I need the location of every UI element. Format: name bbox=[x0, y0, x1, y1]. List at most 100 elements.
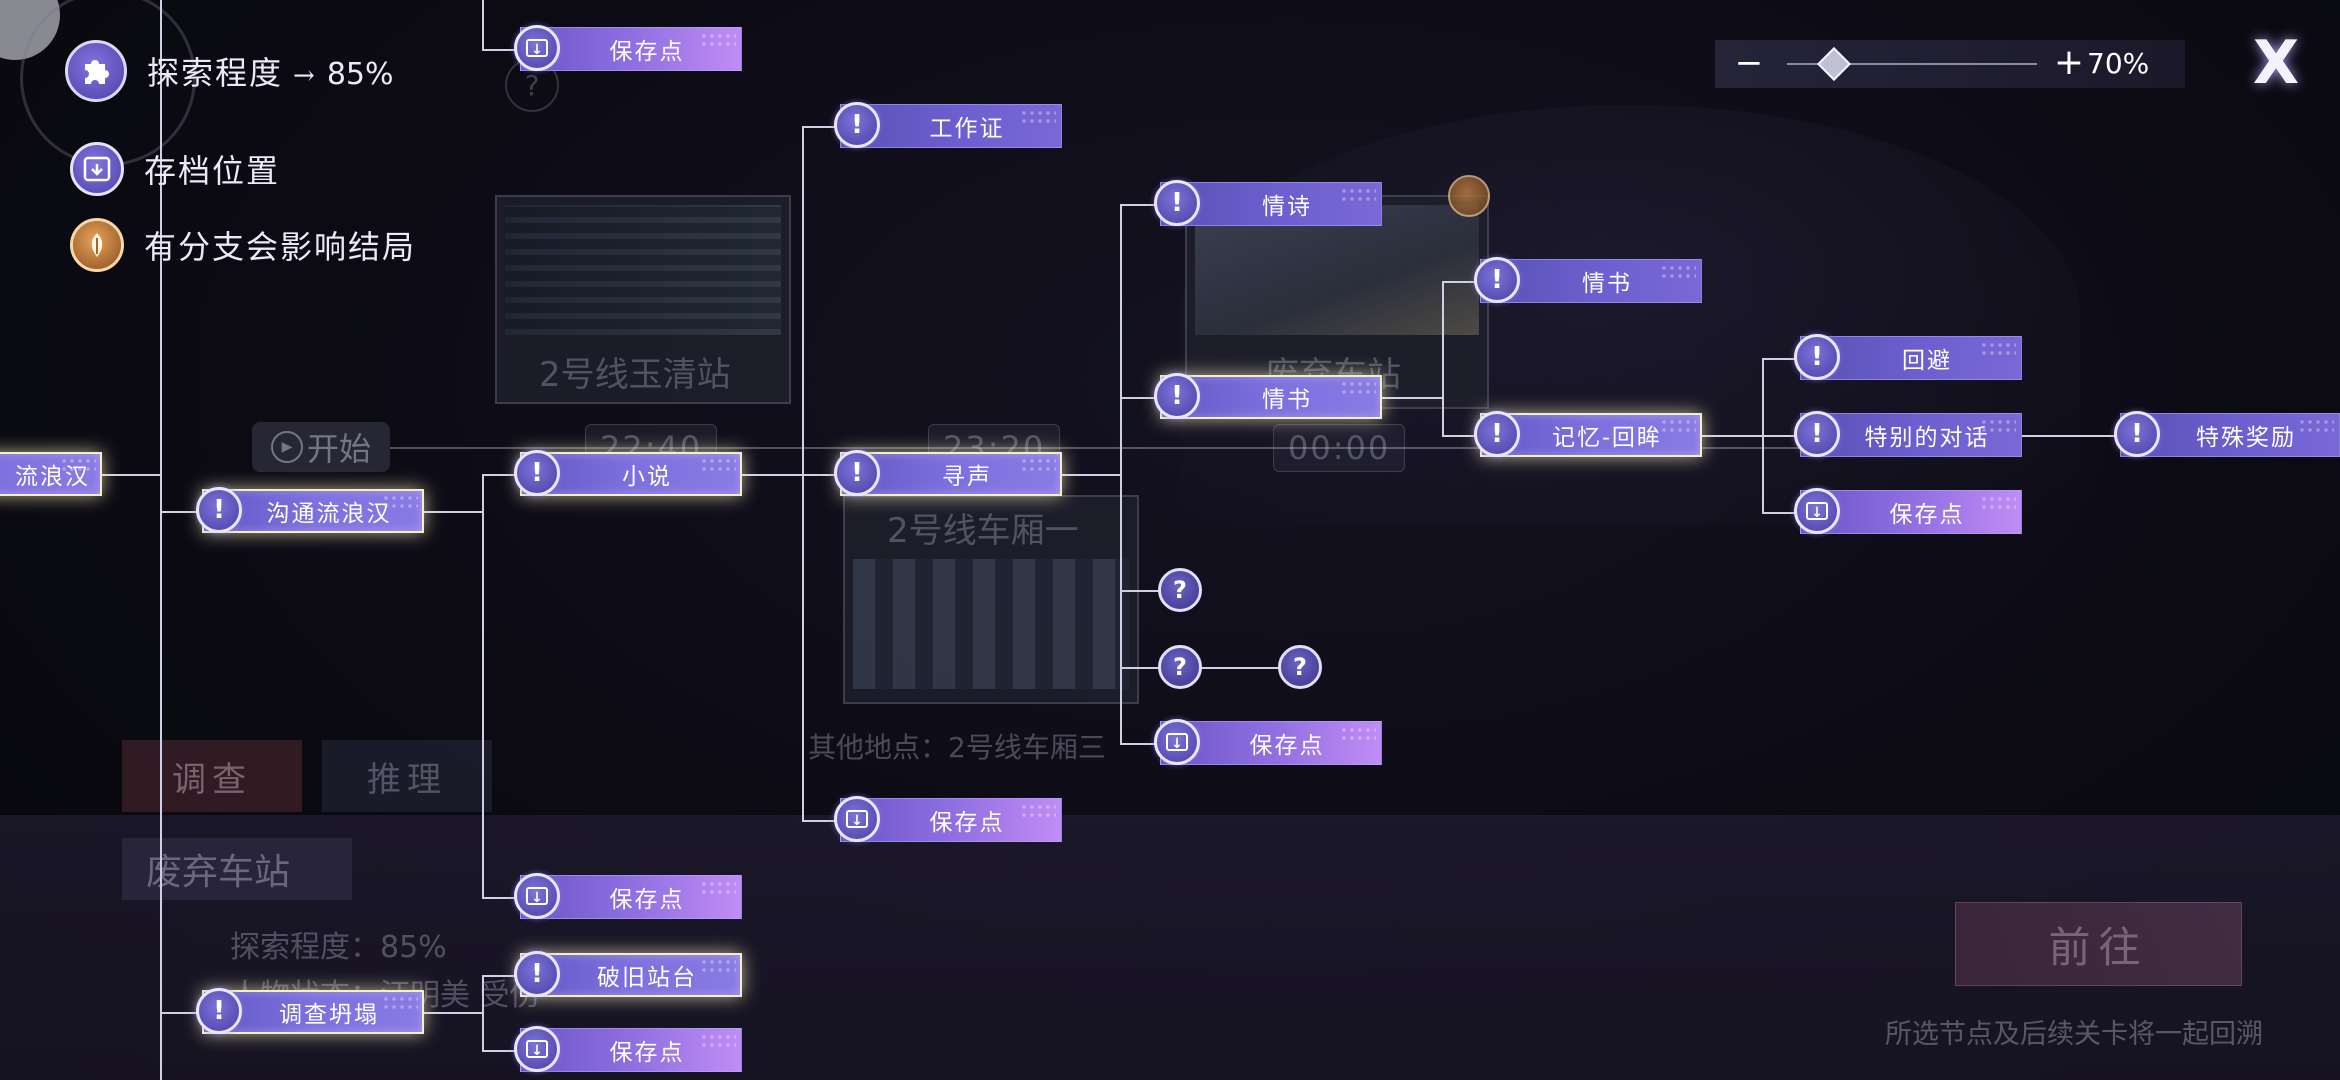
save-node[interactable]: 保存点 bbox=[1154, 719, 1382, 765]
save-icon bbox=[514, 25, 560, 71]
tab-reason: 推理 bbox=[322, 740, 492, 812]
alert-icon: ! bbox=[1474, 257, 1520, 303]
connector bbox=[100, 474, 162, 476]
connector bbox=[482, 474, 484, 899]
alert-icon: ! bbox=[1474, 411, 1520, 457]
node-label: 调查坍塌 bbox=[279, 1002, 379, 1028]
zoom-out-button[interactable]: − bbox=[1734, 43, 1764, 83]
zoom-track[interactable] bbox=[1787, 63, 2037, 65]
save-icon bbox=[1154, 719, 1200, 765]
connector bbox=[1062, 474, 1120, 476]
save-icon bbox=[834, 796, 880, 842]
zoom-slider-handle[interactable] bbox=[1816, 47, 1851, 81]
node-label: 情书 bbox=[1262, 387, 1312, 413]
save-node[interactable]: 保存点 bbox=[514, 873, 742, 919]
node-label: 特别的对话 bbox=[1864, 425, 1990, 451]
story-node[interactable]: ! 工作证 bbox=[834, 102, 1062, 148]
puzzle-icon bbox=[65, 40, 127, 102]
node-label: 工作证 bbox=[929, 116, 1005, 142]
story-node[interactable]: ! 小说 bbox=[514, 450, 742, 496]
alert-icon: ! bbox=[1154, 180, 1200, 226]
alert-icon: ! bbox=[196, 988, 242, 1034]
save-node[interactable]: 保存点 bbox=[514, 25, 742, 71]
save-icon bbox=[70, 142, 124, 196]
node-label: 寻声 bbox=[942, 464, 992, 490]
node-label: 记忆-回眸 bbox=[1552, 425, 1662, 451]
exploration-label: 探索程度 bbox=[147, 54, 284, 92]
start-label: 开始 bbox=[306, 430, 371, 468]
save-node[interactable]: 保存点 bbox=[834, 796, 1062, 842]
story-node[interactable]: 流浪汉 bbox=[0, 452, 102, 496]
node-label: 保存点 bbox=[609, 1040, 685, 1066]
save-node[interactable]: 保存点 bbox=[514, 1026, 742, 1072]
branch-icon bbox=[70, 218, 124, 272]
legend-exploration: 探索程度 → 85% bbox=[65, 40, 394, 102]
alert-icon: ! bbox=[196, 487, 242, 533]
connector bbox=[420, 511, 482, 513]
unknown-node[interactable]: ? bbox=[1158, 568, 1202, 612]
story-node[interactable]: ! 回避 bbox=[1794, 334, 2022, 380]
connector bbox=[740, 474, 802, 476]
zoom-in-button[interactable]: + bbox=[2053, 42, 2085, 83]
node-label: 保存点 bbox=[1249, 733, 1325, 759]
save-legend-label: 存档位置 bbox=[144, 152, 281, 190]
story-node[interactable]: ! 特别的对话 bbox=[1794, 411, 2022, 457]
exploration-value: 85% bbox=[326, 57, 394, 92]
node-label: 保存点 bbox=[1889, 502, 1965, 528]
story-node[interactable]: ! 情诗 bbox=[1154, 180, 1382, 226]
node-label: 破旧站台 bbox=[597, 965, 697, 991]
zoom-control: − + 70% bbox=[1715, 40, 2185, 88]
connector bbox=[2020, 435, 2125, 437]
node-label: 回避 bbox=[1902, 348, 1952, 374]
save-icon bbox=[514, 1026, 560, 1072]
node-label: 流浪汉 bbox=[15, 464, 90, 490]
story-node-selected[interactable]: ! 情书 bbox=[1154, 373, 1382, 419]
unknown-node[interactable]: ? bbox=[1158, 645, 1202, 689]
story-node[interactable]: ! 沟通流浪汉 bbox=[196, 487, 424, 533]
save-node[interactable]: 保存点 bbox=[1794, 488, 2022, 534]
arrow-icon: → bbox=[293, 61, 317, 91]
connector bbox=[802, 126, 804, 821]
rewind-hint: 所选节点及后续关卡将一起回溯 bbox=[1885, 1019, 2263, 1050]
location-label: 2号线车厢一 bbox=[887, 511, 1079, 551]
other-location-text: 其他地点：2号线车厢三 bbox=[808, 731, 1106, 764]
unknown-node[interactable]: ? bbox=[1278, 645, 1322, 689]
alert-icon: ! bbox=[514, 450, 560, 496]
story-node[interactable]: ! 破旧站台 bbox=[514, 951, 742, 997]
alert-icon: ! bbox=[514, 951, 560, 997]
story-node[interactable]: ! 情书 bbox=[1474, 257, 1702, 303]
alert-icon: ! bbox=[834, 102, 880, 148]
story-node[interactable]: ! 记忆-回眸 bbox=[1474, 411, 1702, 457]
connector bbox=[482, 0, 484, 50]
node-label: 小说 bbox=[622, 464, 672, 490]
node-label: 特殊奖励 bbox=[2196, 425, 2296, 451]
alert-icon: ! bbox=[834, 450, 880, 496]
node-label: 情诗 bbox=[1262, 194, 1312, 220]
zoom-value: 70% bbox=[2087, 47, 2150, 80]
panel-location-title: 废弃车站 bbox=[122, 838, 352, 900]
alert-icon: ! bbox=[2114, 411, 2160, 457]
node-label: 保存点 bbox=[609, 39, 685, 65]
timestamp: 00:00 bbox=[1273, 424, 1406, 472]
story-node[interactable]: ! 寻声 bbox=[834, 450, 1062, 496]
node-label: 情书 bbox=[1582, 271, 1632, 297]
start-marker: ▶ 开始 bbox=[252, 422, 390, 472]
alert-icon: ! bbox=[1794, 334, 1840, 380]
branch-legend-label: 有分支会影响结局 bbox=[144, 228, 417, 266]
alert-icon: ! bbox=[1154, 373, 1200, 419]
location-thumbnail: 2号线车厢一 bbox=[843, 495, 1139, 704]
connector bbox=[1702, 435, 1762, 437]
story-node[interactable]: ! 特殊奖励 bbox=[2114, 411, 2340, 457]
location-label: 2号线玉清站 bbox=[539, 355, 731, 395]
panel-explore-text: 探索程度：85% bbox=[230, 930, 447, 965]
node-label: 保存点 bbox=[929, 810, 1005, 836]
connector bbox=[1200, 667, 1280, 669]
save-icon bbox=[514, 873, 560, 919]
tab-investigate: 调查 bbox=[122, 740, 302, 812]
close-button[interactable]: X bbox=[2252, 28, 2300, 98]
branch-icon bbox=[1448, 175, 1490, 217]
location-thumbnail: 2号线玉清站 bbox=[495, 195, 791, 404]
go-button: 前往 bbox=[1955, 902, 2242, 986]
story-node[interactable]: ! 调查坍塌 bbox=[196, 988, 424, 1034]
save-icon bbox=[1794, 488, 1840, 534]
